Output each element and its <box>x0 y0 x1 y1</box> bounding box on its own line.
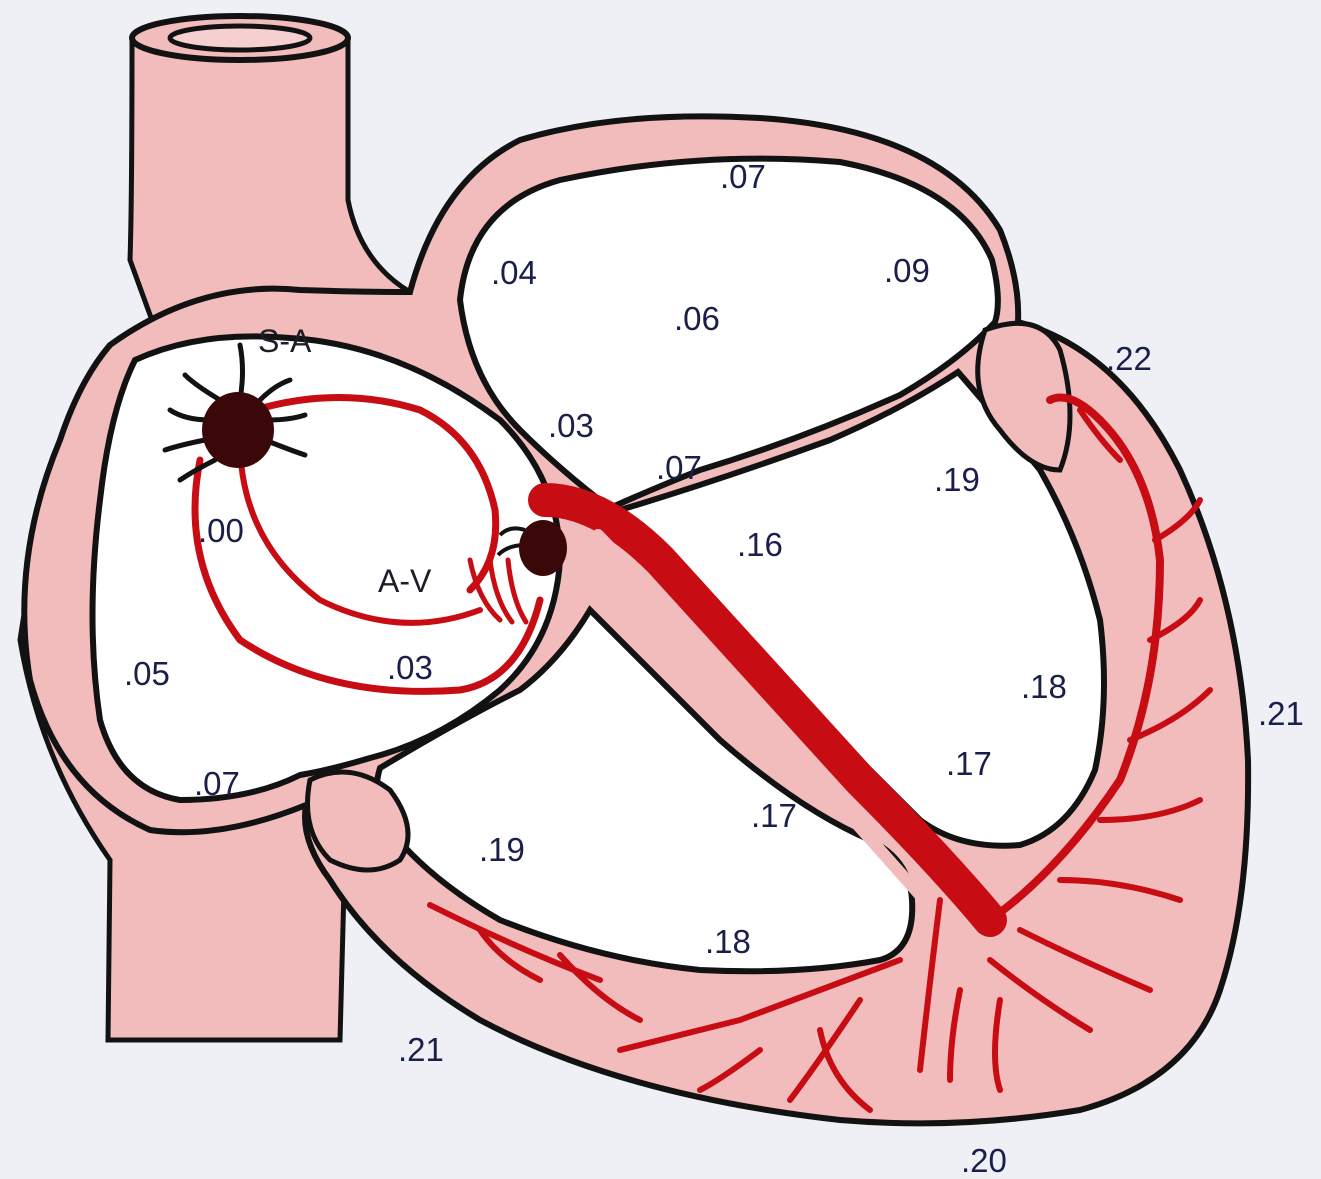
timing-label: .03 <box>548 407 594 444</box>
timing-label: .16 <box>737 526 783 563</box>
timing-label: .17 <box>946 745 992 782</box>
timing-label: .03 <box>387 649 433 686</box>
av-node <box>519 520 567 576</box>
timing-label: .18 <box>705 923 751 960</box>
sa-node-label: S-A <box>258 323 312 359</box>
timing-label: .07 <box>656 449 702 486</box>
timing-label: .07 <box>720 158 766 195</box>
timing-label: .21 <box>1258 695 1304 732</box>
timing-label: .04 <box>491 254 537 291</box>
av-node-label: A-V <box>378 563 432 599</box>
timing-label: .19 <box>479 831 525 868</box>
sa-node <box>202 392 274 468</box>
timing-label: .19 <box>934 461 980 498</box>
timing-label: .18 <box>1021 668 1067 705</box>
timing-label: .22 <box>1106 340 1152 377</box>
sa-fiber <box>240 345 243 400</box>
timing-label: .06 <box>674 300 720 337</box>
vessel-opening-inner <box>170 26 310 50</box>
timing-label: .07 <box>194 765 240 802</box>
timing-label: .21 <box>398 1031 444 1068</box>
timing-label: .20 <box>961 1142 1007 1179</box>
timing-label: .00 <box>198 512 244 549</box>
timing-label: .05 <box>124 655 170 692</box>
timing-label: .17 <box>751 797 797 834</box>
timing-label: .09 <box>884 252 930 289</box>
